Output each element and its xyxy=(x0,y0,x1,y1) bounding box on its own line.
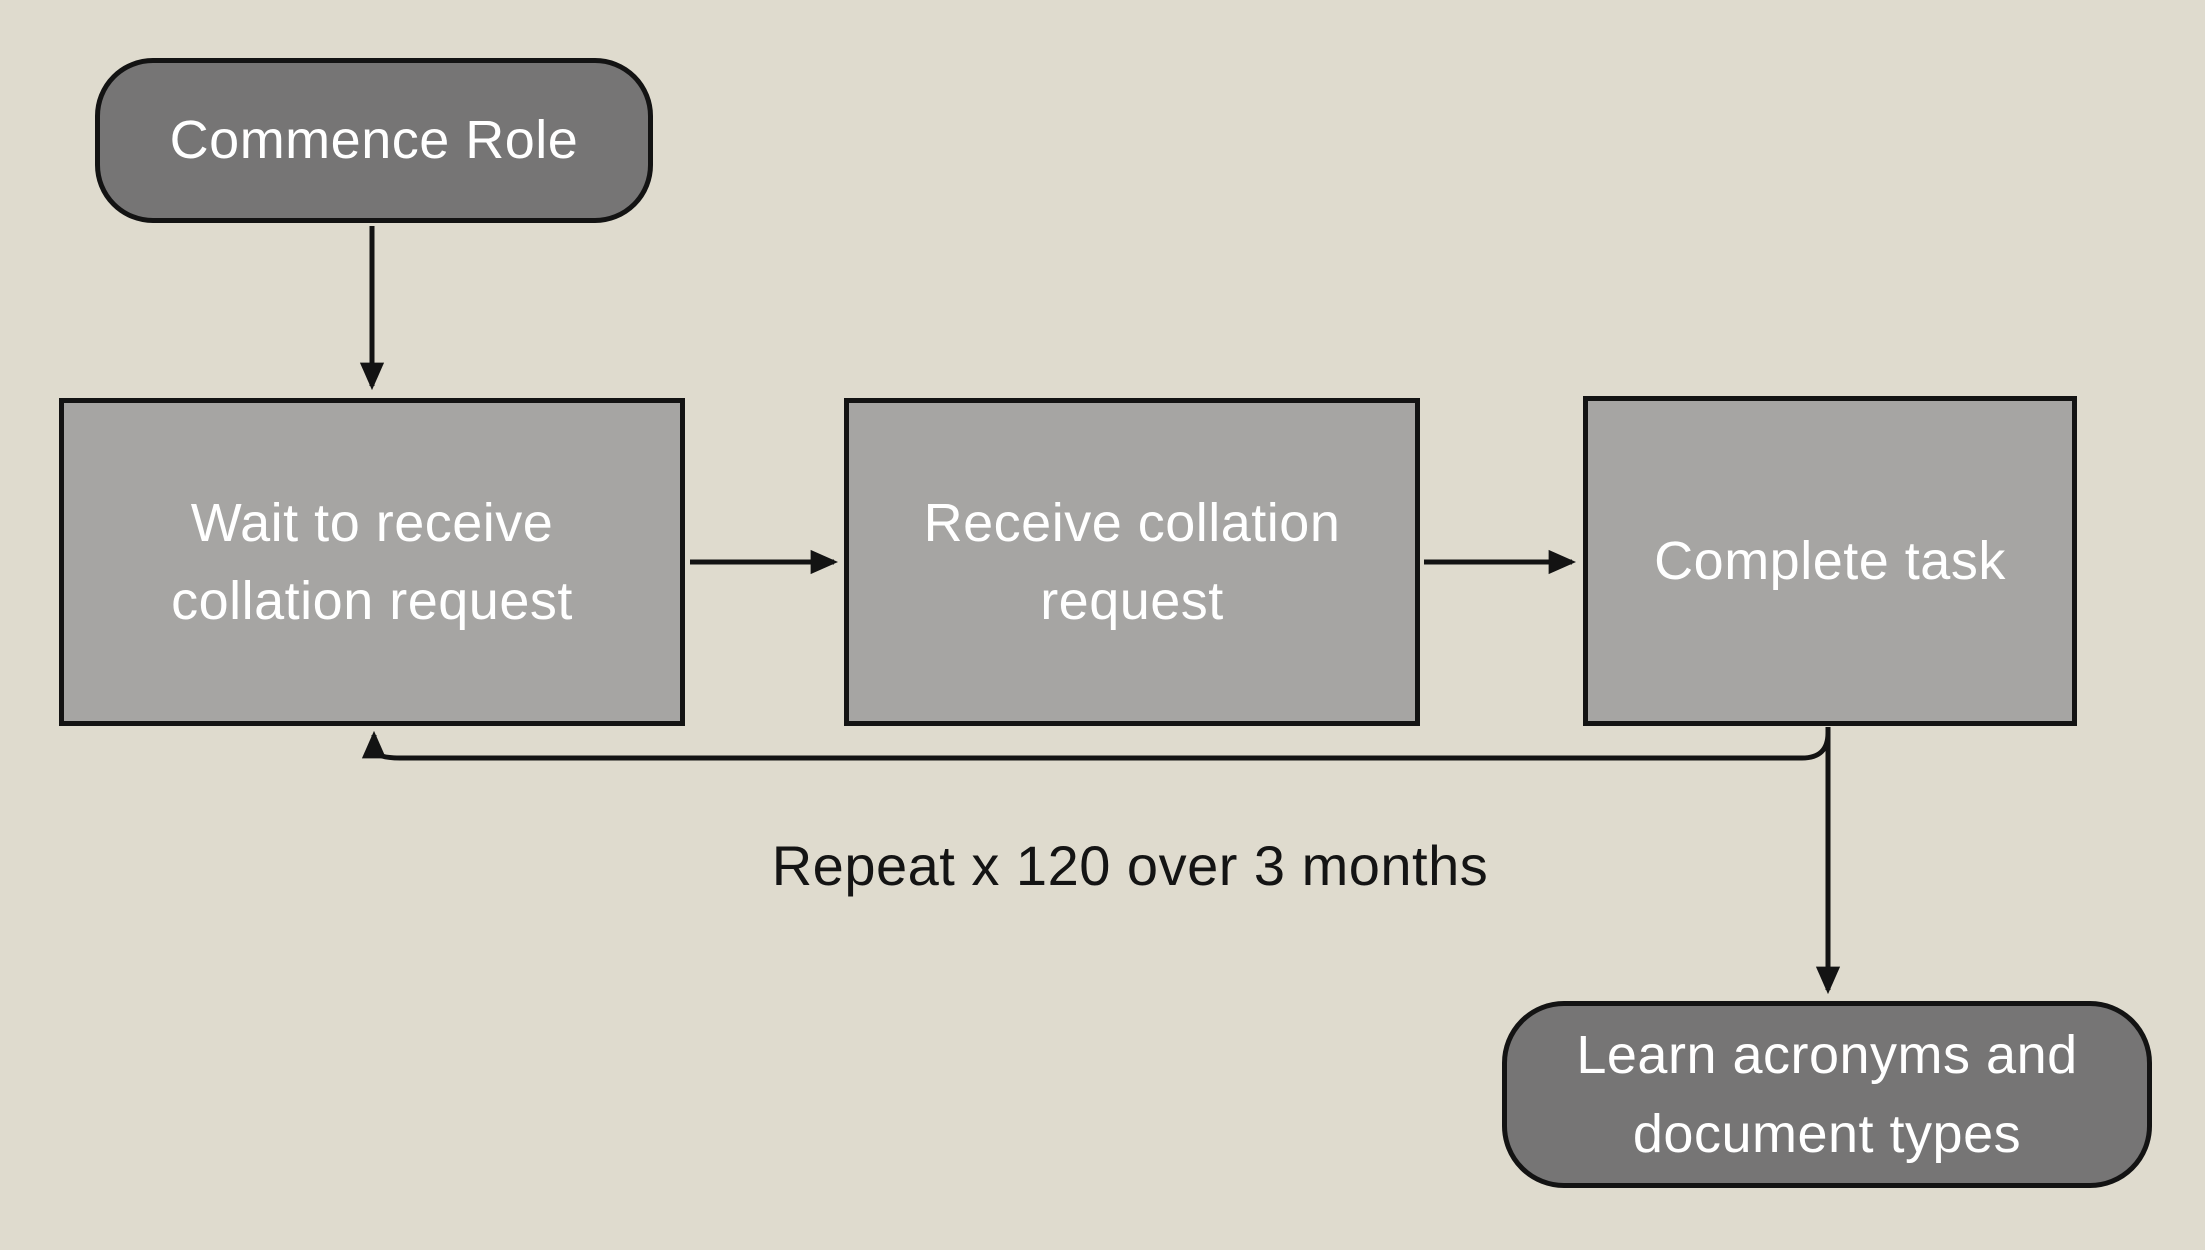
node-receive-label: Receive collation request xyxy=(923,492,1341,631)
node-wait-to-receive-collation-request: Wait to receive collation request xyxy=(59,398,685,726)
node-learn-acronyms-and-document-types: Learn acronyms and document types xyxy=(1502,1001,2152,1188)
node-complete-label: Complete task xyxy=(1654,530,2006,591)
node-receive-collation-request: Receive collation request xyxy=(844,398,1420,726)
repeat-annotation: Repeat x 120 over 3 months xyxy=(771,834,1489,897)
arrow-complete-to-wait-feedback xyxy=(361,727,1831,761)
node-learn-label: Learn acronyms and document types xyxy=(1576,1025,2078,1164)
node-complete-task: Complete task xyxy=(1583,396,2077,726)
node-wait-label: Wait to receive collation request xyxy=(171,492,573,631)
node-commence-role-label: Commence Role xyxy=(169,110,579,171)
node-commence-role: Commence Role xyxy=(95,58,653,223)
